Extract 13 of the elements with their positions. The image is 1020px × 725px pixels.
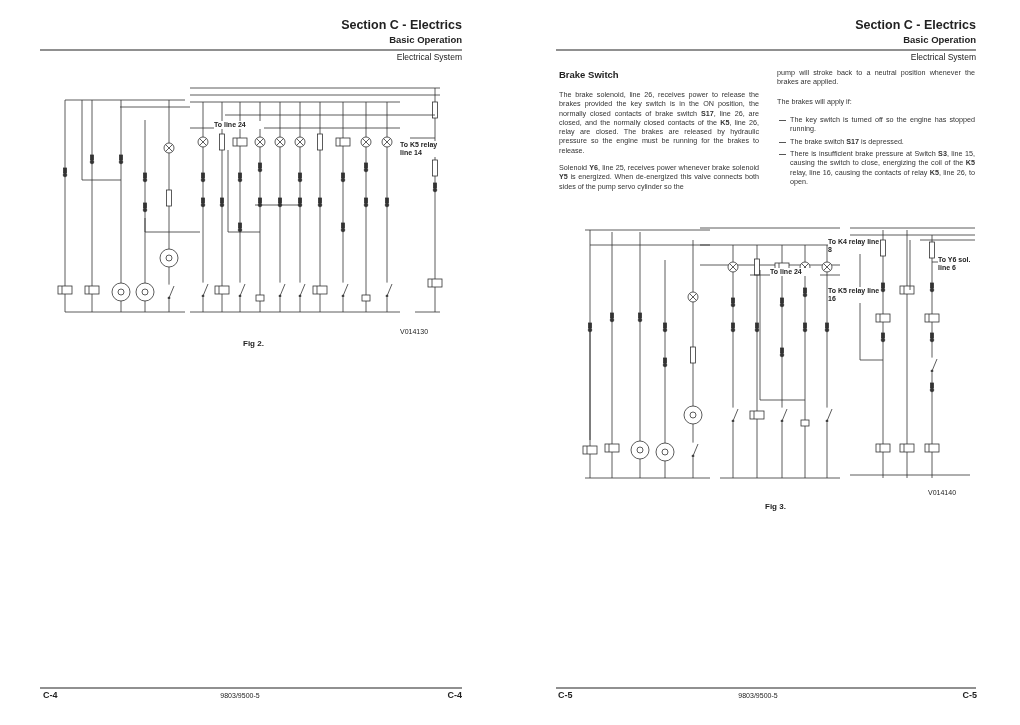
page-number: C-4	[446, 690, 462, 701]
figure-caption: Fig 3.	[765, 502, 787, 512]
section-heading: Section C - Electrics	[854, 18, 976, 33]
subsection-heading: Basic Operation	[388, 34, 462, 46]
page-number: C-5	[961, 690, 977, 701]
page-number: C-5	[558, 690, 574, 701]
page-topic: Electrical System	[395, 52, 462, 63]
section-heading: Section C - Electrics	[340, 18, 462, 33]
section-title: Brake Switch	[559, 69, 620, 81]
figure-caption: Fig 2.	[243, 339, 265, 349]
page-number: C-4	[43, 690, 59, 701]
page-topic: Electrical System	[909, 52, 976, 63]
subsection-heading: Basic Operation	[902, 34, 976, 46]
